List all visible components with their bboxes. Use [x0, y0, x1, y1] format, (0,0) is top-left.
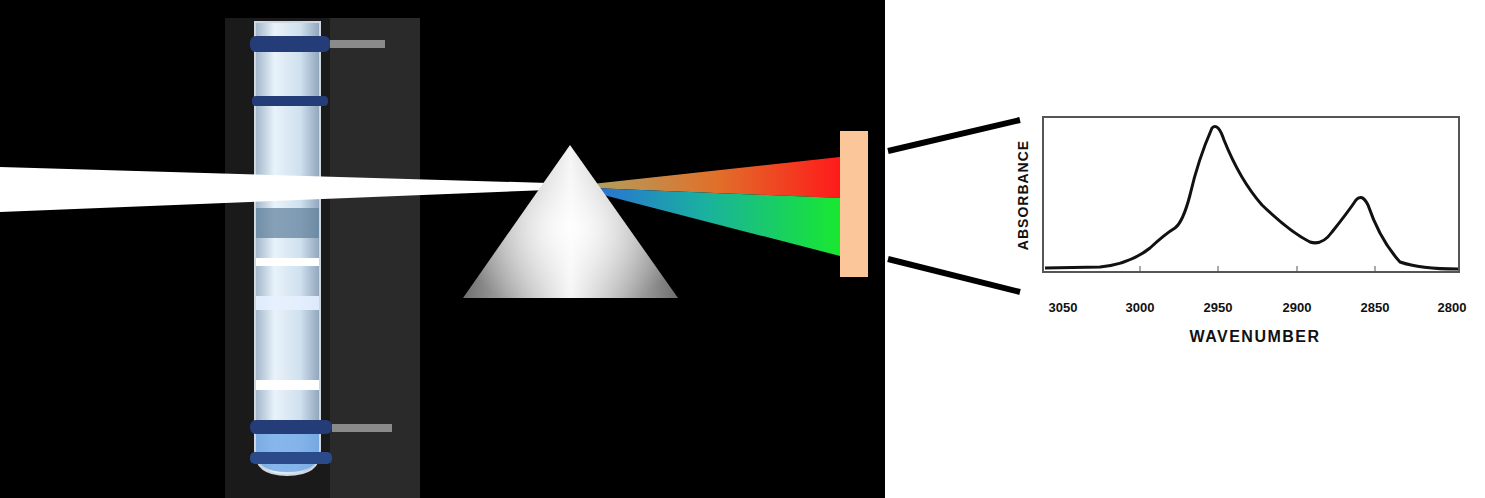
axis-title: WAVENUMBER	[1189, 329, 1320, 345]
tick-label: 3050	[1049, 301, 1078, 314]
tick-label: 2900	[1283, 301, 1312, 314]
tick-label: 2800	[1438, 301, 1467, 314]
tick-label: 3000	[1126, 301, 1155, 314]
axis-title: ABSORBANCE	[1016, 140, 1030, 250]
tick-label: 2850	[1361, 301, 1390, 314]
tick-label: 2950	[1204, 301, 1233, 314]
